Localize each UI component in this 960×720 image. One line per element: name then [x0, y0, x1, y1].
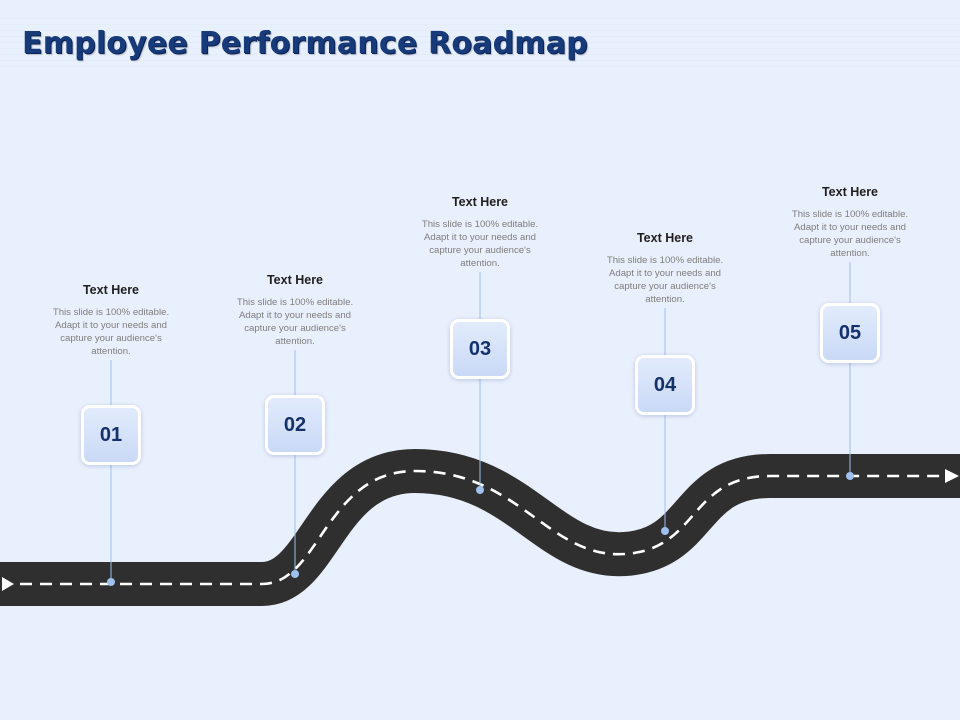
- milestone-number-box: 05: [820, 303, 880, 363]
- milestone-pin-3: [476, 486, 484, 494]
- milestone-heading: Text Here: [451, 195, 509, 209]
- page-title: Employee Performance Roadmap: [22, 26, 588, 61]
- milestone-number-box: 03: [450, 319, 510, 379]
- milestone-number-box: 02: [265, 395, 325, 455]
- road-start-arrow-icon: [2, 577, 14, 591]
- milestone-description: This slide is 100% editable. Adapt it to…: [791, 209, 909, 259]
- milestone-number-box: 04: [635, 355, 695, 415]
- road-end-arrow-icon: [945, 469, 959, 483]
- milestone-number-box: 01: [81, 405, 141, 465]
- milestone-pin-2: [291, 570, 299, 578]
- milestone-description: This slide is 100% editable. Adapt it to…: [606, 255, 724, 305]
- milestone-heading: Text Here: [266, 273, 324, 287]
- milestone-description: This slide is 100% editable. Adapt it to…: [421, 219, 539, 269]
- road-lane-marking: [20, 469, 944, 586]
- milestone-pin-5: [846, 472, 854, 480]
- milestone-heading: Text Here: [82, 283, 140, 297]
- milestone-heading: Text Here: [821, 185, 879, 199]
- milestone-heading: Text Here: [636, 231, 694, 245]
- header-decoration: [0, 18, 960, 68]
- milestone-pin-1: [107, 578, 115, 586]
- milestone-connectors: [110, 262, 851, 582]
- milestone-description: This slide is 100% editable. Adapt it to…: [52, 307, 170, 357]
- milestone-pins: [107, 472, 854, 586]
- milestone-pin-4: [661, 527, 669, 535]
- milestone-description: This slide is 100% editable. Adapt it to…: [236, 297, 354, 347]
